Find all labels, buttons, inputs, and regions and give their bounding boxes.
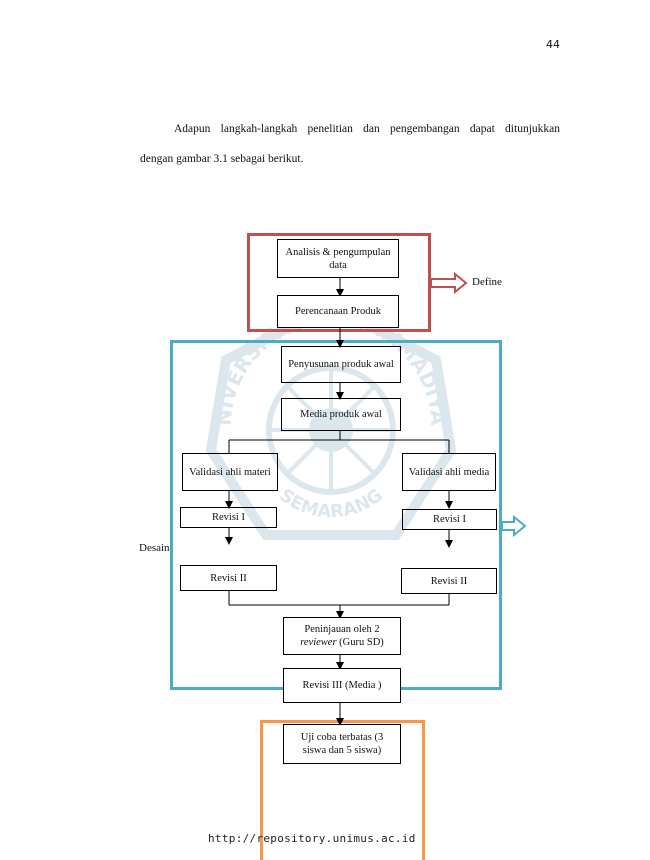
desain-phase-label: Desain xyxy=(139,542,170,554)
intro-paragraph-line1: Adapun langkah-langkah penelitian dan pe… xyxy=(174,123,560,135)
node-revisi-2-right: Revisi II xyxy=(401,568,497,594)
page-number: 44 xyxy=(546,38,560,51)
define-phase-label: Define xyxy=(472,276,502,288)
node-revisi-3-media: Revisi III (Media ) xyxy=(283,668,401,703)
node-peninjauan-reviewer: Peninjauan oleh 2 reviewer (Guru SD) xyxy=(283,617,401,655)
define-arrow-icon xyxy=(430,271,468,295)
footer-repository-url: http://repository.unimus.ac.id xyxy=(208,832,416,845)
define-phase-region xyxy=(247,233,431,332)
node-uji-coba-terbatas: Uji coba terbatas (3 siswa dan 5 siswa) xyxy=(283,724,401,764)
node-analisis: Analisis & pengumpulan data xyxy=(277,239,399,278)
node-revisi-1-right: Revisi I xyxy=(402,509,497,530)
node-perencanaan-produk: Perencanaan Produk xyxy=(277,295,399,328)
node-media-produk-awal: Media produk awal xyxy=(281,398,401,431)
node-penyusunan-produk-awal: Penyusunan produk awal xyxy=(281,346,401,383)
node-validasi-ahli-media: Validasi ahli media xyxy=(402,453,496,491)
node-revisi-1-left: Revisi I xyxy=(180,507,277,528)
node-validasi-ahli-materi: Validasi ahli materi xyxy=(182,453,278,491)
node-revisi-2-left: Revisi II xyxy=(180,565,277,591)
intro-paragraph-line2: dengan gambar 3.1 sebagai berikut. xyxy=(140,153,304,165)
desain-arrow-icon xyxy=(501,514,527,538)
